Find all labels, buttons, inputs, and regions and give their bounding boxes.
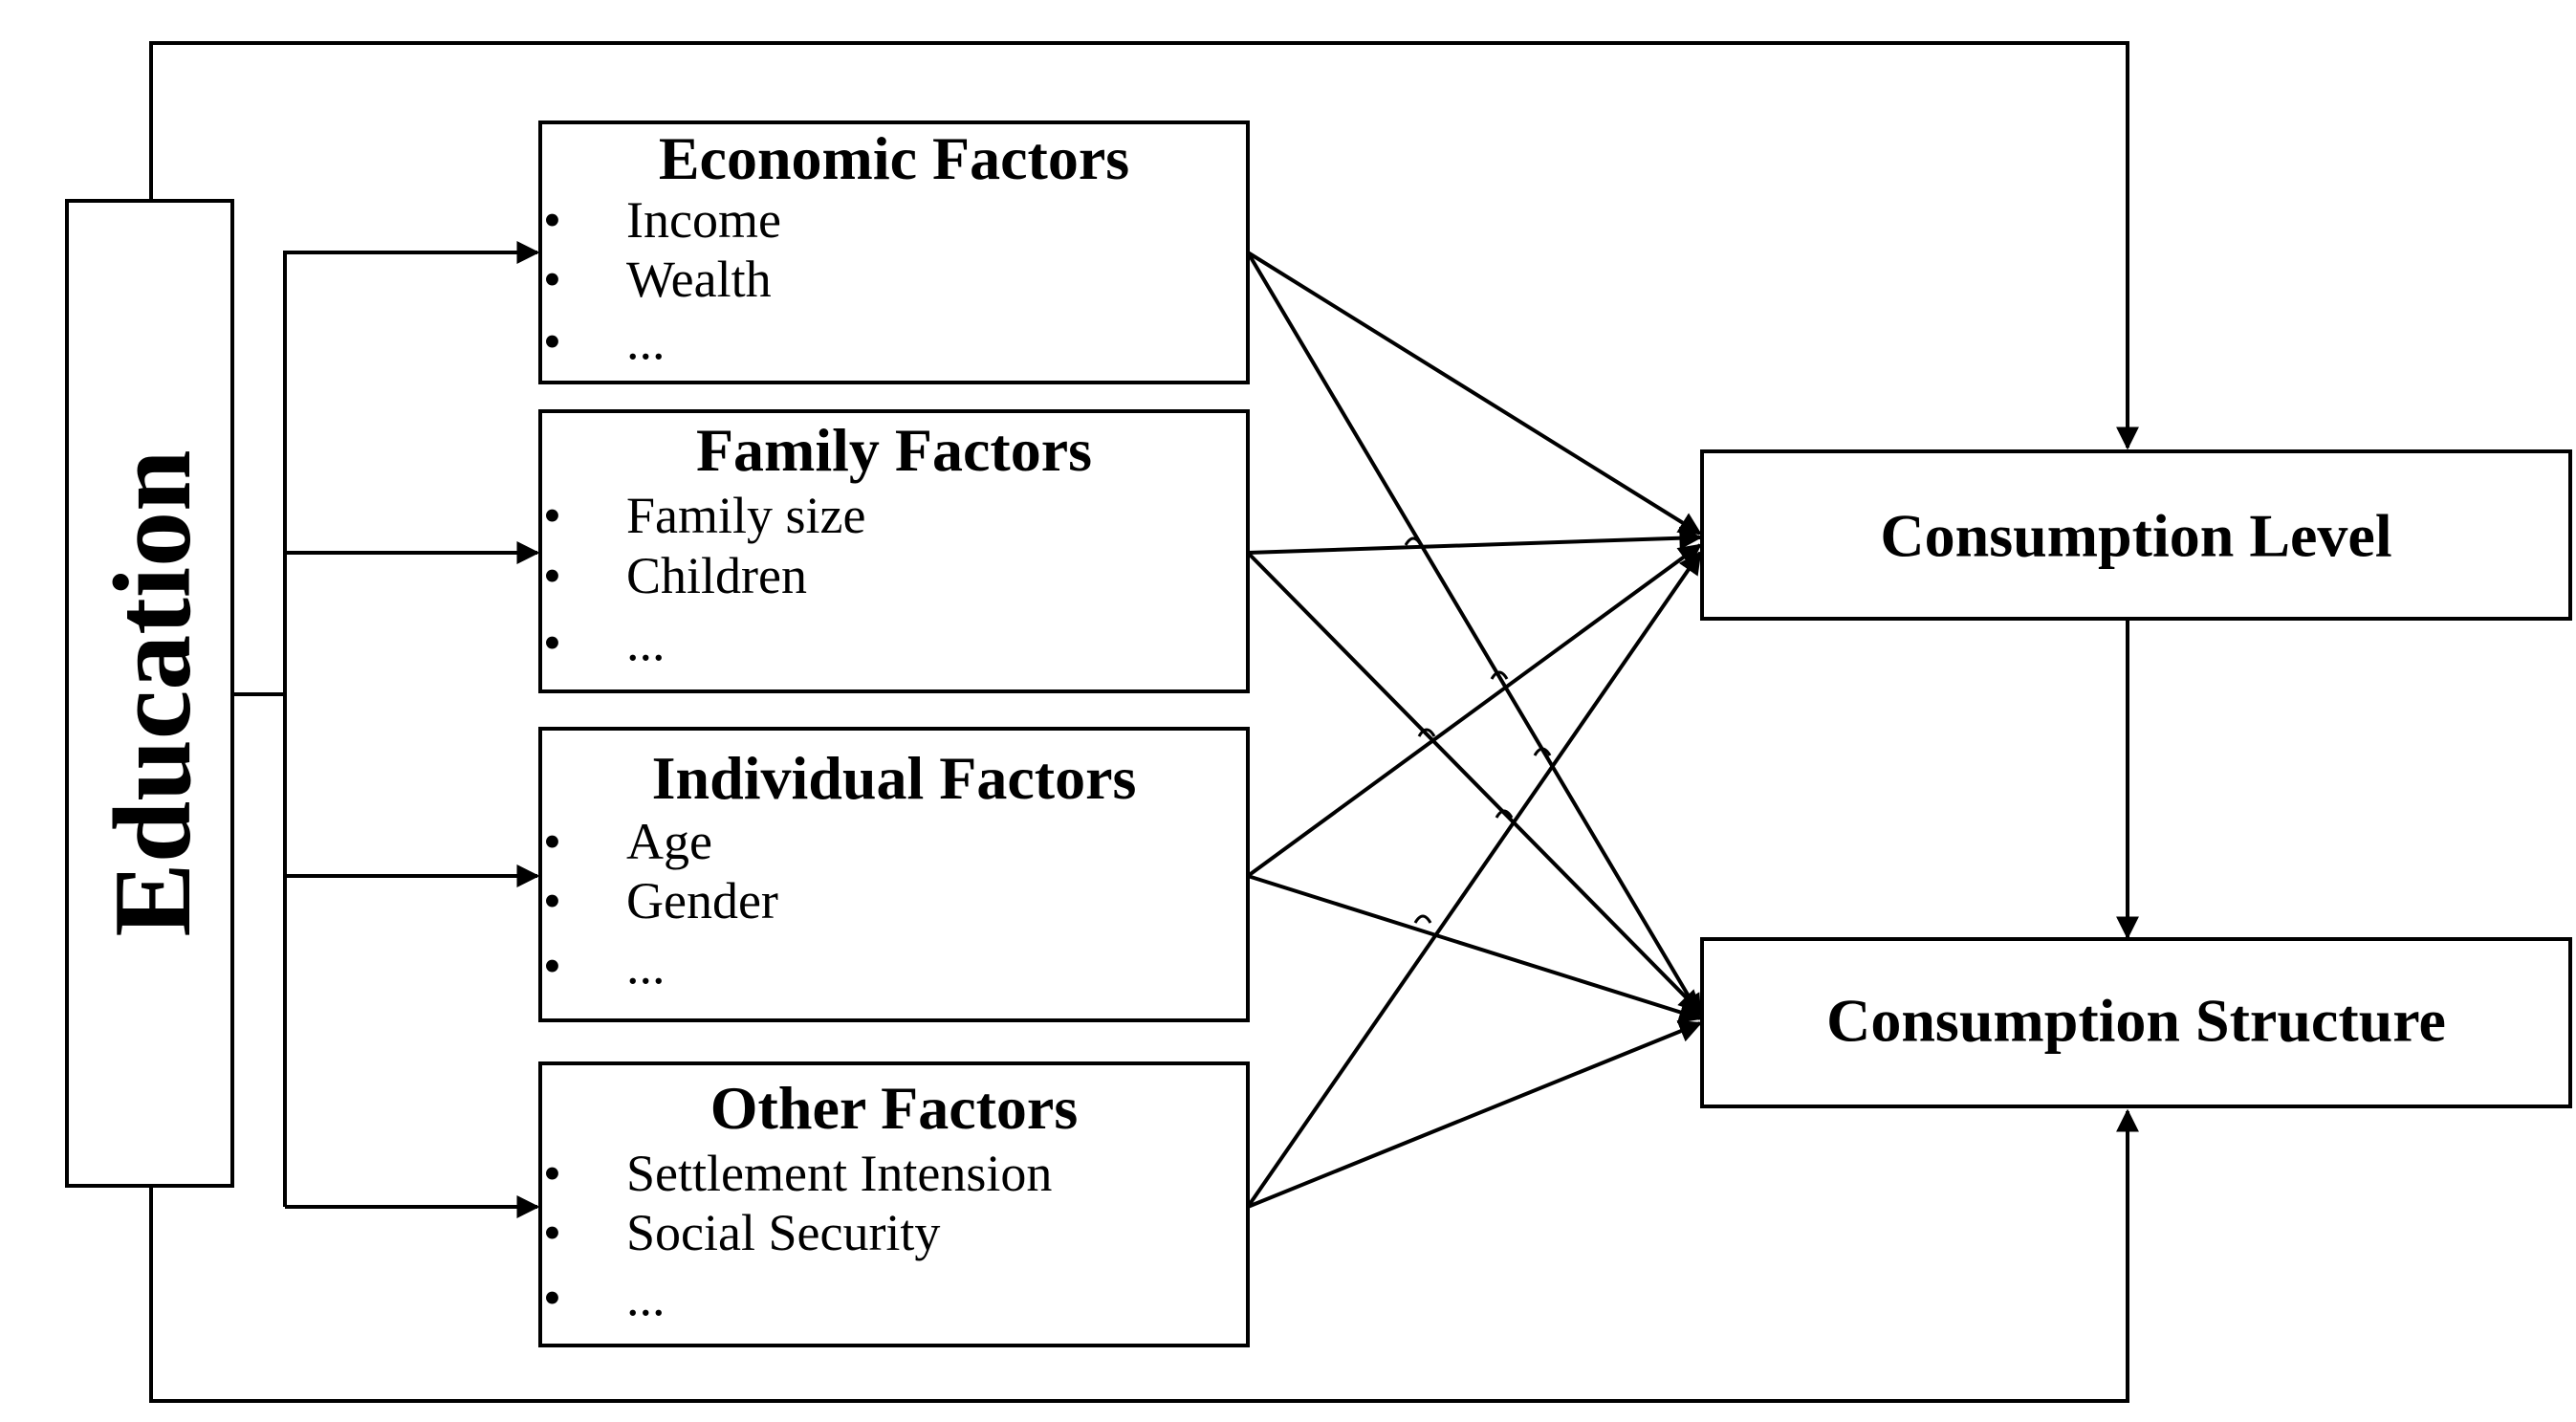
other-item-more: ... xyxy=(626,1269,666,1326)
bullet: • xyxy=(543,251,561,308)
individual-item-gender: Gender xyxy=(626,872,778,930)
line-jump xyxy=(1495,809,1514,819)
family-item-size: Family size xyxy=(626,487,865,544)
education-box xyxy=(65,199,234,1188)
bullet: • xyxy=(543,487,561,544)
family-to-structure-arrow xyxy=(1246,551,1702,1014)
individual-item-age: Age xyxy=(626,813,712,870)
family-item-more: ... xyxy=(626,614,666,671)
economic-item-income: Income xyxy=(626,191,781,249)
individual-item-more: ... xyxy=(626,937,666,995)
economic-factors-title: Economic Factors xyxy=(659,124,1129,192)
other-to-level-arrow xyxy=(1246,551,1702,1209)
bullet: • xyxy=(543,547,561,604)
other-to-structure-arrow xyxy=(1247,1020,1703,1209)
individual-to-structure-arrow xyxy=(1247,874,1703,1023)
consumption-structure-box: Consumption Structure xyxy=(1700,937,2572,1108)
individual-to-level-arrow xyxy=(1246,543,1702,878)
other-factors-box: Other Factors • Settlement Intension • S… xyxy=(538,1061,1250,1347)
economic-item-more: ... xyxy=(626,313,666,370)
bullet: • xyxy=(543,313,561,370)
line-jump xyxy=(1404,536,1423,546)
line-jump xyxy=(1417,728,1436,737)
other-factors-title: Other Factors xyxy=(710,1074,1078,1142)
bullet: • xyxy=(543,191,561,249)
line-jump xyxy=(1533,747,1552,756)
bullet: • xyxy=(543,1269,561,1326)
bullet: • xyxy=(543,937,561,995)
other-item-social-security: Social Security xyxy=(626,1204,940,1261)
line-jump xyxy=(1490,670,1509,680)
economic-item-wealth: Wealth xyxy=(626,251,772,308)
family-factors-box: Family Factors • Family size • Children … xyxy=(538,409,1250,693)
economic-to-level-arrow xyxy=(1246,251,1703,536)
top-loop-arrow xyxy=(149,41,2139,450)
other-item-settlement: Settlement Intension xyxy=(626,1145,1052,1202)
bullet: • xyxy=(543,872,561,930)
consumption-level-label: Consumption Level xyxy=(1880,502,2391,570)
individual-factors-title: Individual Factors xyxy=(652,744,1137,812)
line-jump xyxy=(1413,914,1432,924)
bullet: • xyxy=(543,813,561,870)
bullet: • xyxy=(543,614,561,671)
bottom-loop-arrow xyxy=(149,1108,2139,1403)
family-item-children: Children xyxy=(626,547,807,604)
individual-factors-box: Individual Factors • Age • Gender • ... xyxy=(538,727,1250,1022)
economic-factors-box: Economic Factors • Income • Wealth • ... xyxy=(538,120,1250,384)
bullet: • xyxy=(543,1204,561,1261)
family-factors-title: Family Factors xyxy=(696,416,1092,484)
family-to-level-arrow xyxy=(1247,526,1703,555)
economic-to-structure-arrow xyxy=(1246,251,1702,1018)
bullet: • xyxy=(543,1145,561,1202)
consumption-structure-label: Consumption Structure xyxy=(1826,987,2446,1055)
education-label: Education xyxy=(92,449,214,936)
consumption-level-box: Consumption Level xyxy=(1700,449,2572,621)
